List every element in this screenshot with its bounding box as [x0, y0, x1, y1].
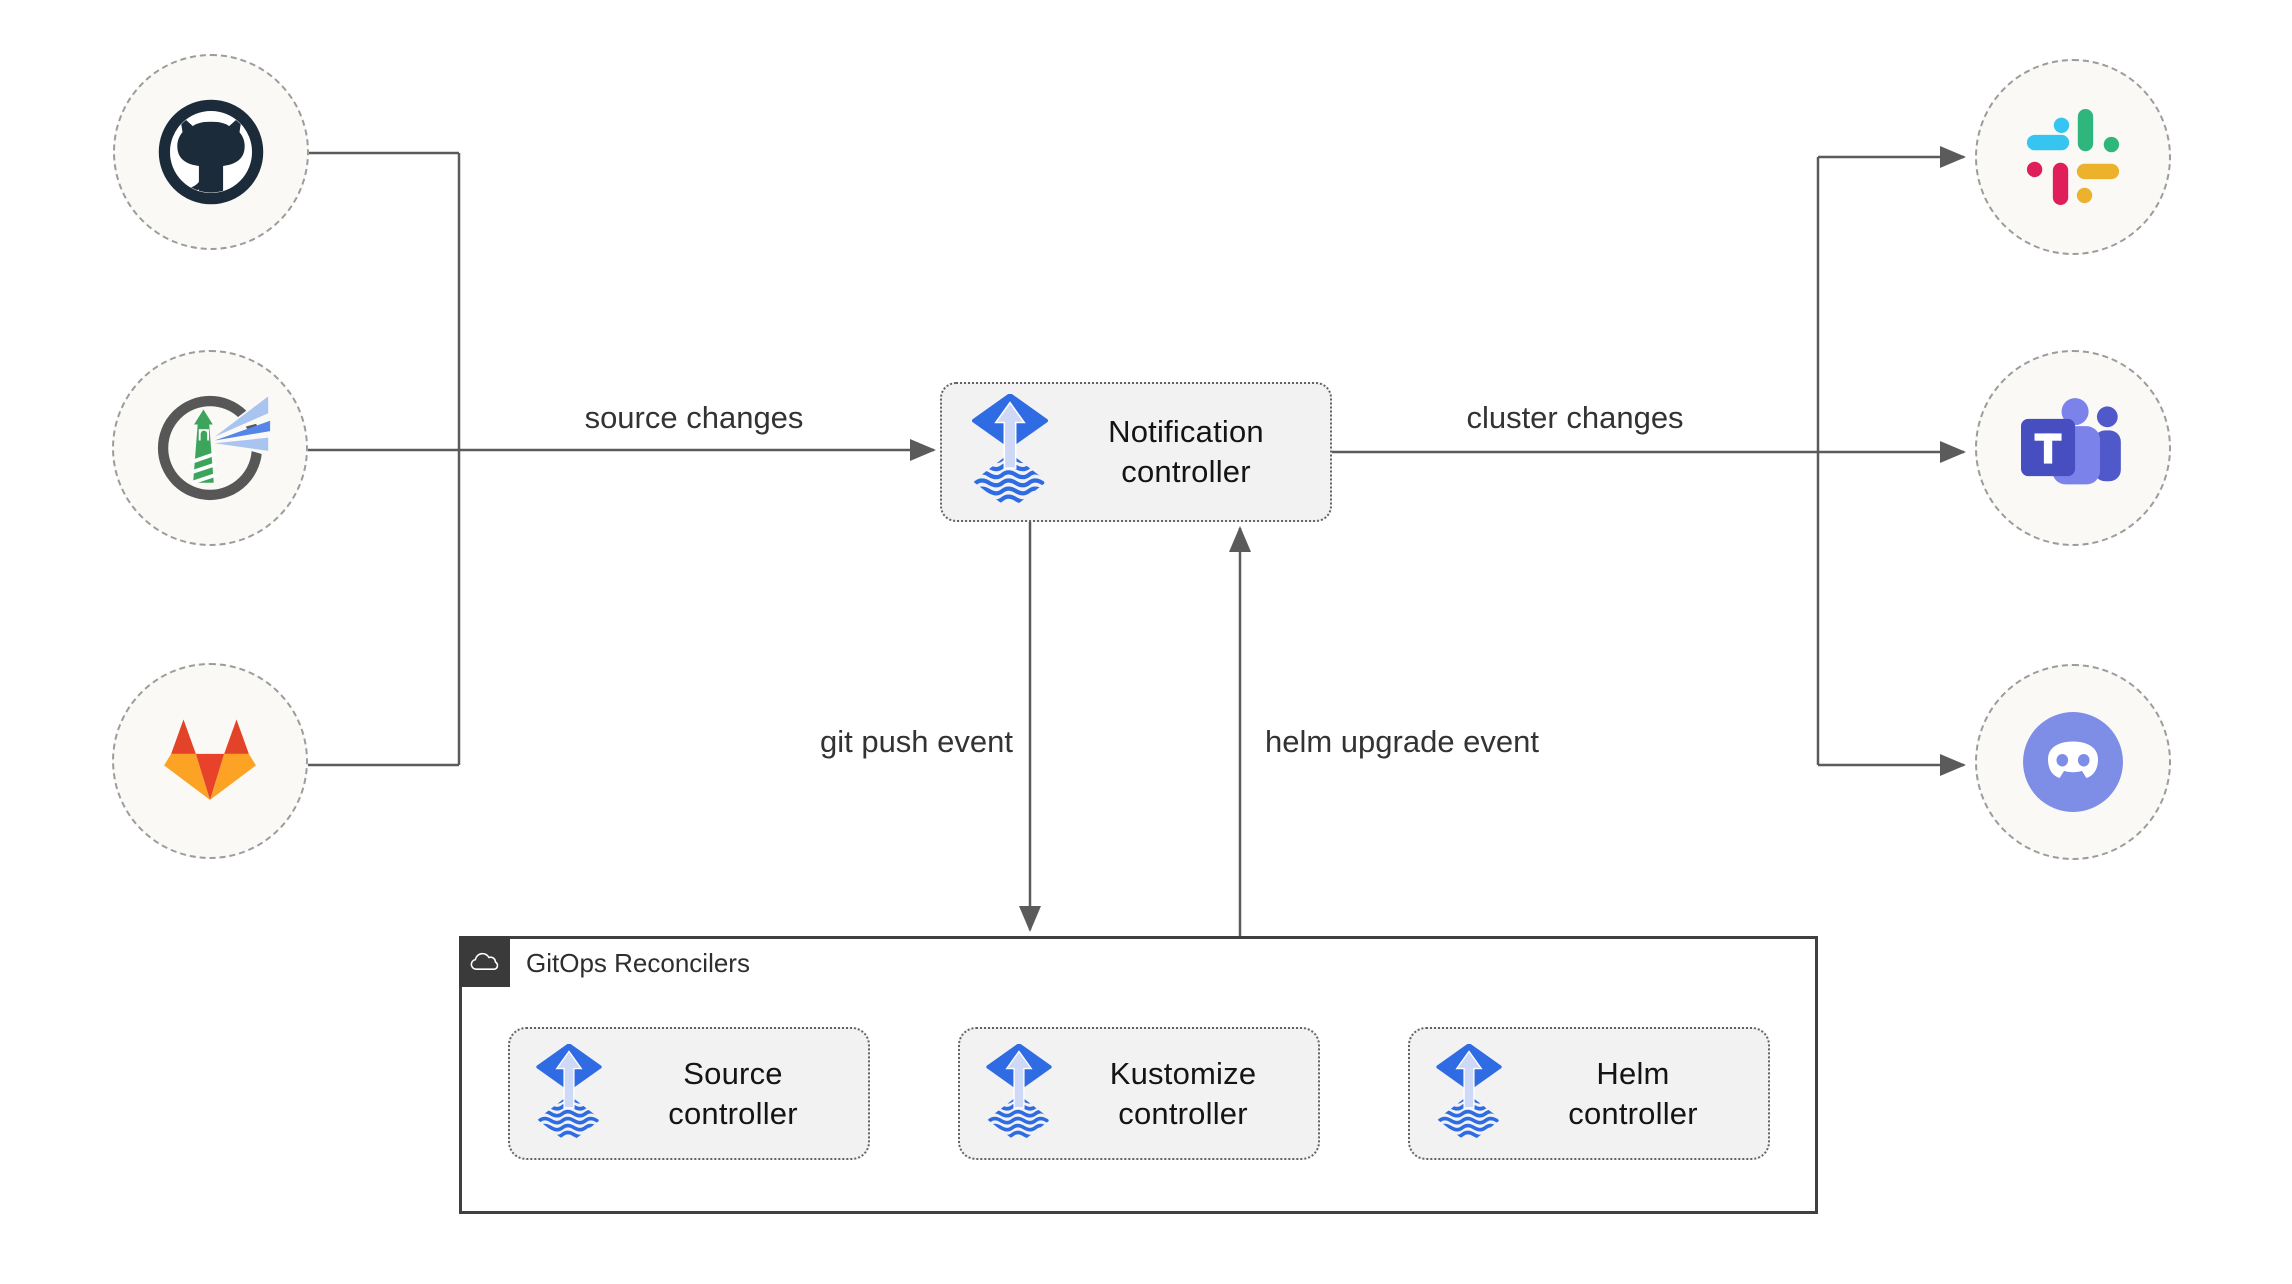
endpoint-discord: [1975, 664, 2171, 860]
label-git-push-event: git push event: [819, 724, 1013, 759]
label-cluster-changes: cluster changes: [1466, 400, 1684, 435]
endpoint-github: [113, 54, 309, 250]
slack-icon: [2025, 109, 2121, 205]
endpoint-gitlab: [112, 663, 308, 859]
label-source-changes: source changes: [584, 400, 804, 435]
gitops-reconcilers-container: GitOps Reconcilers Source controller Kus…: [459, 936, 1818, 1214]
gitops-container-title: GitOps Reconcilers: [526, 948, 750, 978]
flux-icon: [986, 1044, 1052, 1144]
harbor-icon: [149, 387, 271, 509]
node-source-label: Source controller: [668, 1055, 798, 1131]
label-helm-upgrade-event: helm upgrade event: [1265, 724, 1540, 759]
flux-icon: [536, 1044, 602, 1144]
teams-icon: [2021, 396, 2125, 500]
node-kustomize-controller: Kustomize controller: [958, 1027, 1320, 1160]
endpoint-slack: [1975, 59, 2171, 255]
cloud-icon: [467, 949, 503, 975]
node-notification-controller: Notification controller: [940, 382, 1332, 522]
github-icon: [154, 95, 268, 209]
endpoint-teams: [1975, 350, 2171, 546]
gitops-header-badge: [459, 936, 510, 987]
endpoint-harbor: [112, 350, 308, 546]
flux-icon: [972, 394, 1048, 510]
flux-icon: [1436, 1044, 1502, 1144]
node-helm-controller: Helm controller: [1408, 1027, 1770, 1160]
node-source-controller: Source controller: [508, 1027, 870, 1160]
node-notification-label: Notification controller: [1108, 414, 1264, 489]
discord-icon: [2015, 704, 2131, 820]
gitlab-icon: [157, 715, 263, 807]
node-kustomize-label: Kustomize controller: [1109, 1055, 1257, 1131]
node-helm-label: Helm controller: [1568, 1055, 1698, 1131]
